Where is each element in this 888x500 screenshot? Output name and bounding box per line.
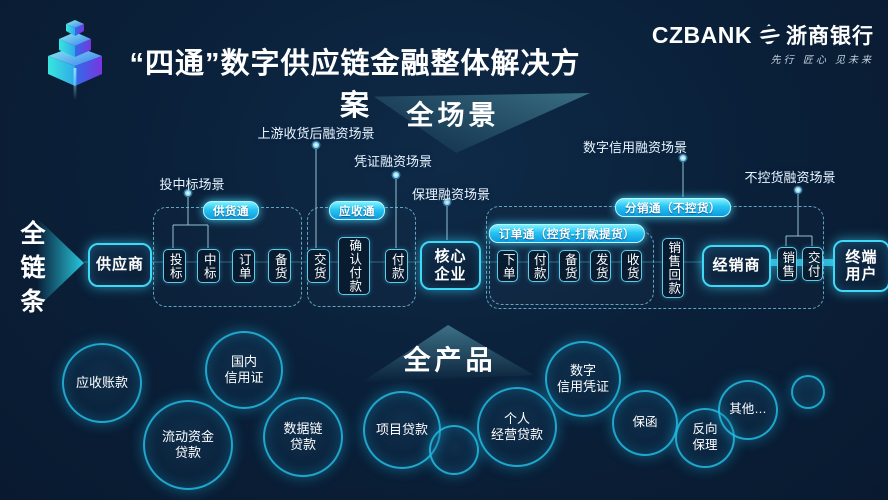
pill-receivable-tong: 应收通	[329, 201, 385, 220]
step-win-bid: 中标	[197, 249, 220, 283]
bank-tagline: 先行 匠心 见未来	[770, 55, 874, 66]
pill-supply-tong: 供货通	[203, 201, 259, 220]
step-confirm-payment: 确认付款	[338, 237, 370, 295]
scenario-label-digital-credit: 数字信用融资场景	[582, 140, 688, 155]
product-banner-label: 全产品	[403, 345, 497, 376]
bank-cn-name: 浙商银行	[786, 25, 874, 48]
pill-distribution-tong: 分销通（不控货）	[615, 198, 731, 217]
scenario-label-no-cargo-control: 不控货融资场景	[744, 170, 836, 185]
full-chain-label: 全链条	[17, 220, 45, 322]
step-place-order: 下单	[497, 250, 518, 282]
scenario-banner-label: 全场景	[406, 100, 500, 131]
chain-flow-line	[84, 261, 884, 263]
step-order: 订单	[232, 249, 255, 283]
product-empty-ring	[429, 425, 479, 475]
step-prepare-goods: 备货	[559, 250, 580, 282]
product-digital-credit-voucher: 数字 信用凭证	[545, 341, 621, 417]
bank-latin-name: CZBANK	[651, 21, 752, 48]
node-core-enterprise: 核心 企业	[420, 241, 481, 290]
pill-order-tong: 订单通（控货-打款提货）	[488, 224, 646, 243]
step-receive-goods: 收货	[621, 250, 642, 282]
product-guarantee-letter: 保函	[612, 390, 678, 456]
cube-logo-icon	[48, 20, 102, 100]
node-end-user: 终端 用户	[833, 240, 888, 292]
step-handover: 交付	[802, 247, 823, 281]
step-ship-goods: 发货	[590, 250, 611, 282]
node-supplier: 供应商	[88, 243, 152, 287]
page-title: “四通”数字供应链金融整体解决方案	[129, 48, 581, 122]
step-deliver-goods: 交货	[307, 249, 330, 283]
product-domestic-lc: 国内 信用证	[205, 331, 283, 409]
product-project-loan: 项目贷款	[363, 391, 441, 469]
scenario-label-factoring: 保理融资场景	[411, 187, 491, 202]
product-empty-ring-small	[791, 375, 825, 409]
node-distributor: 经销商	[702, 245, 771, 287]
bank-diamond-icon	[758, 24, 780, 46]
product-working-capital-loan: 流动资金 贷款	[143, 400, 233, 490]
step-sell: 销售	[777, 247, 797, 281]
step-payment: 付款	[385, 249, 408, 283]
step-sales-collection: 销售回款	[662, 238, 684, 298]
scenario-label-upstream: 上游收货后融资场景	[257, 126, 375, 141]
product-data-chain-loan: 数据链 贷款	[263, 397, 343, 477]
product-accounts-receivable: 应收账款	[62, 343, 142, 423]
bank-logo-block: CZBANK 浙商银行 先行 匠心 见未来	[651, 20, 874, 67]
product-personal-business-loan: 个人 经营贷款	[477, 387, 557, 467]
step-pay: 付款	[528, 250, 549, 282]
scenario-label-voucher: 凭证融资场景	[353, 154, 433, 169]
step-bid: 投标	[163, 249, 186, 283]
scenario-label-bid: 投中标场景	[159, 177, 225, 192]
product-others: 其他…	[718, 380, 778, 440]
step-stock: 备货	[268, 249, 291, 283]
